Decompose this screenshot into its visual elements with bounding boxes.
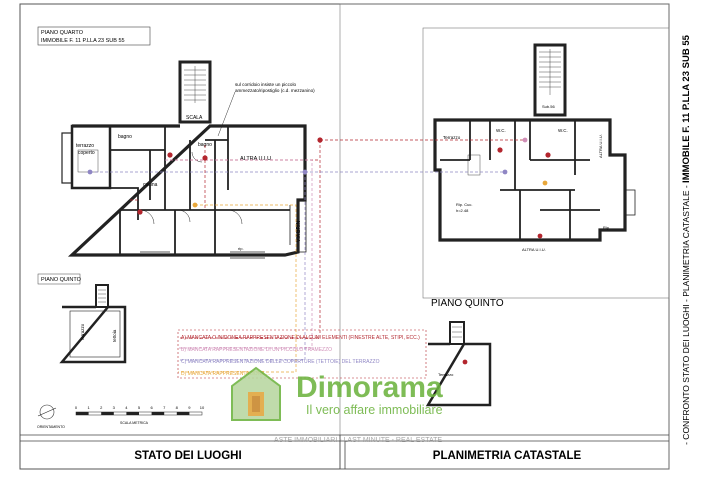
label-tettoia: tettoia: [112, 329, 117, 342]
right-room-terrazzo: Terrazzo: [443, 135, 461, 140]
room-terrazzo-coperto-1: terrazzo: [76, 143, 94, 149]
north-label: ORIENTAMENTO: [37, 425, 65, 429]
house-icon: [231, 366, 281, 421]
scale-tick-2: 2: [100, 405, 103, 410]
right-room-wc-1: W.C.: [496, 128, 506, 133]
watermark-tagline: Il vero affare immobiliare: [306, 403, 443, 417]
right-room-sub: Sub.56: [542, 104, 555, 109]
scale-label: SCALA METRICA: [120, 421, 149, 425]
comparison-lines: [90, 139, 525, 373]
room-bagno-1: bagno: [118, 134, 132, 140]
right-plan-frame: [422, 27, 670, 299]
right-room-altra-uiu-v: ALTRA U.I.U.: [598, 134, 603, 158]
right-terrazzo-q: Terrazzo: [438, 372, 454, 377]
legend-box: [177, 329, 427, 379]
watermark-strip: ASTE IMMOBILIARI - LAST MINUTE - REAL ES…: [274, 437, 442, 444]
right-room-rip-cuc-1: Rip. Cuc.: [456, 202, 472, 207]
scale-bar: 0 1 2 3 4 5 6 7 8 9 10: [75, 405, 205, 416]
label-terrazzo: terrazzo: [80, 323, 85, 340]
scale-tick-6: 6: [150, 405, 153, 410]
scale-tick-10: 10: [200, 405, 205, 410]
room-terrazzo-coperto-2: coperto: [78, 150, 95, 156]
svg-text:- CONFRONTO STATO DEI LUOGHI -: - CONFRONTO STATO DEI LUOGHI - PLANIMETR…: [681, 34, 692, 445]
left-piano-quinto: PIANO QUINTO: [41, 277, 82, 283]
room-rip: rip.: [238, 246, 244, 251]
annotation-line1: sul corridoio insiste un piccolo: [235, 82, 296, 87]
side-title: - CONFRONTO STATO DEI LUOGHI - PLANIMETR…: [681, 34, 692, 445]
scale-tick-5: 5: [138, 405, 141, 410]
scale-tick-4: 4: [125, 405, 128, 410]
side-title-b: IMMOBILE F. 11 P.LLA 23 SUB 55: [681, 34, 692, 183]
scale-tick-9: 9: [188, 405, 191, 410]
street-via-brin: VIA BRIN: [296, 220, 302, 242]
left-header-box: [37, 26, 151, 46]
room-scala: SCALA: [186, 115, 203, 121]
right-room-wc-2: W.C.: [558, 128, 568, 133]
annotation-line2: ammezzato/ripostiglio (c.d. mezzanino): [235, 88, 315, 93]
right-piano-quinto-title: PIANO QUINTO: [431, 298, 504, 309]
right-room-altra-uiu-b: ALTRA U.I.U.: [522, 247, 546, 252]
piano-quinto-box: [37, 273, 81, 285]
scale-tick-3: 3: [113, 405, 116, 410]
scale-tick-1: 1: [87, 405, 90, 410]
footer-stato-luoghi: STATO DEI LUOGHI: [134, 450, 241, 462]
dimorama-watermark: Dimorama Il vero affare immobiliare ASTE…: [231, 366, 443, 444]
legend-item-a: A) MANCATA O INIDONEA RAPPRESENTAZIONE D…: [181, 335, 420, 341]
side-title-a: - CONFRONTO STATO DEI LUOGHI - PLANIMETR…: [681, 183, 691, 445]
room-altra-uiu: ALTRA U.I.U.: [240, 156, 273, 162]
left-header-line1: PIANO QUARTO: [41, 30, 84, 36]
footer-planimetria-catastale: PLANIMETRIA CATASTALE: [433, 450, 582, 462]
north-arrow-icon: [37, 404, 57, 420]
left-header-line2: IMMOBILE F. 11 P.LLA 23 SUB 55: [41, 38, 125, 44]
marker-points: [87, 137, 551, 365]
legend-item-c: C) MANCATA RAPPRESENTAZIONE DELLE COPERT…: [181, 359, 380, 365]
legend-item-b: B) MANCATA RAPPRESENTAZIONE DI UN PICCOL…: [181, 347, 332, 353]
scale-tick-0: 0: [75, 405, 78, 410]
watermark-brand: Dimorama: [296, 371, 443, 404]
right-room-rip-cuc-2: h=2.48: [456, 208, 469, 213]
right-room-rip: Rip.: [603, 225, 610, 230]
legend-item-d: D) MANCATA RAPPRESENTAZIONE ...: [181, 371, 270, 377]
left-floorplan: [59, 60, 307, 364]
scale-tick-7: 7: [163, 405, 166, 410]
room-cucina: cucina: [143, 182, 158, 188]
scale-tick-8: 8: [176, 405, 179, 410]
